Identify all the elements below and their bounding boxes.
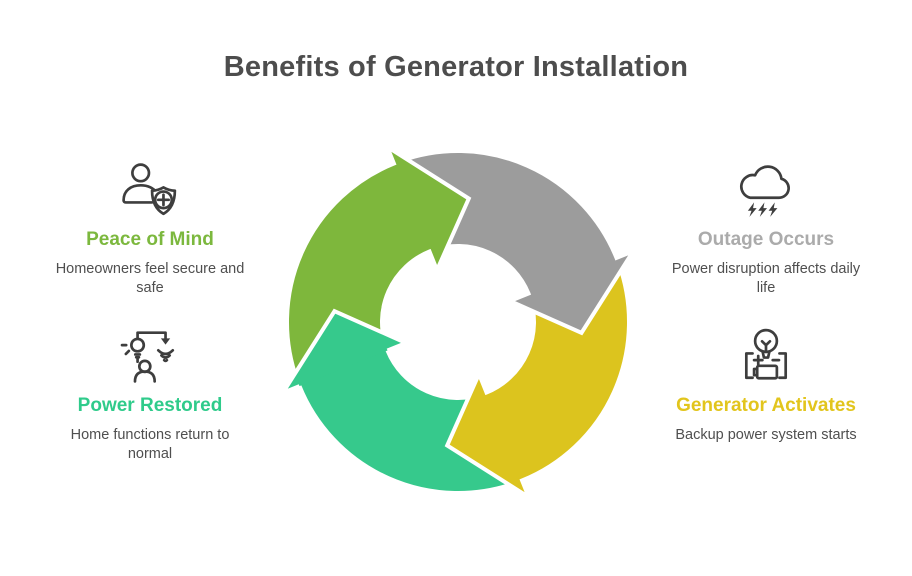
item-power-restored: Power Restored Home functions return to … <box>44 327 256 464</box>
bulb-battery-generator-icon <box>744 328 788 380</box>
item-label-generator-activates: Generator Activates <box>676 395 856 416</box>
item-description-outage-occurs: Power disruption affects daily life <box>671 260 861 297</box>
item-outage-occurs: Outage Occurs Power disruption affects d… <box>660 161 872 298</box>
item-generator-activates: Generator Activates Backup power system … <box>660 327 872 445</box>
item-peace-of-mind: Peace of Mind Homeowners feel secure and… <box>44 161 256 298</box>
peace-of-mind-icon-box <box>116 161 184 219</box>
power-restored-icon-box <box>116 327 184 385</box>
storm-cloud-lightning-icon <box>740 165 790 217</box>
item-label-power-restored: Power Restored <box>77 395 223 416</box>
generator-activates-icon-box <box>732 327 800 385</box>
item-label-outage-occurs: Outage Occurs <box>697 229 835 250</box>
restored-light-person-icon <box>120 331 175 383</box>
item-description-generator-activates: Backup power system starts <box>675 426 857 443</box>
page-title: Benefits of Generator Installation <box>223 51 689 83</box>
item-label-peace-of-mind: Peace of Mind <box>86 229 214 250</box>
item-description-power-restored: Home functions return to normal <box>70 426 230 463</box>
outage-occurs-icon-box <box>732 161 800 219</box>
cycle-segment-power-restored-arrowhead <box>277 308 412 397</box>
item-description-peace-of-mind: Homeowners feel secure and safe <box>55 260 245 297</box>
person-shield-plus-icon <box>122 163 177 216</box>
